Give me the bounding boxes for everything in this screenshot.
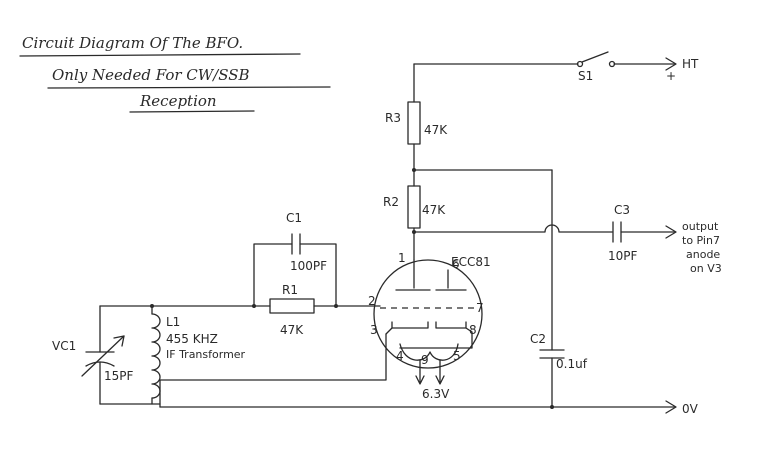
label-valve: ECC81 [451, 255, 491, 269]
pin-1: 1 [398, 251, 406, 265]
inductor-l1: L1 455 KHZ IF Transformer [151, 305, 246, 405]
capacitor-c2: C2 0.1uf [530, 169, 588, 408]
output-note-4: on V3 [690, 262, 722, 275]
label-r1-value: 47K [280, 323, 304, 337]
label-c1-value: 100PF [290, 259, 327, 273]
output-note-2: to Pin7 [682, 234, 720, 247]
heater-supply: 6.3V [415, 359, 450, 401]
label-l1: L1 [166, 315, 180, 329]
variable-capacitor-vc1: VC1 15PF [52, 305, 134, 405]
pin-6: 6 [452, 257, 460, 271]
label-s1: S1 [578, 69, 593, 83]
pin-4: 4 [396, 349, 404, 363]
label-r2: R2 [383, 195, 399, 209]
title-line-2: Only Needed For CW/SSB [52, 66, 250, 84]
switch-s1: S1 HT + [413, 51, 699, 83]
label-r3-value: 47K [424, 123, 448, 137]
label-c1: C1 [286, 211, 302, 225]
capacitor-c1: C1 100PF [253, 211, 337, 307]
output-note-3: anode [686, 248, 720, 261]
label-0v: 0V [682, 402, 699, 416]
title-block: Circuit Diagram Of The BFO. Only Needed … [19, 34, 331, 113]
label-c2-value: 0.1uf [556, 357, 588, 371]
label-plus: + [666, 69, 676, 83]
label-l1-freq: 455 KHZ [166, 332, 218, 346]
valve-ecc81: ECC81 1 6 2 7 3 8 4 9 5 [368, 251, 491, 369]
label-c2: C2 [530, 332, 546, 346]
pin-3: 3 [370, 323, 378, 337]
title-line-3: Reception [139, 92, 217, 110]
label-r1: R1 [282, 283, 298, 297]
label-heater: 6.3V [422, 387, 450, 401]
label-ht: HT [682, 57, 699, 71]
ground-rail: 0V [99, 379, 699, 416]
label-l1-desc: IF Transformer [166, 348, 246, 361]
capacitor-c3: C3 10PF output to Pin7 anode on V3 [608, 203, 722, 275]
label-c3-value: 10PF [608, 249, 638, 263]
label-vc1-value: 15PF [104, 369, 134, 383]
label-c3: C3 [614, 203, 630, 217]
pin-9: 9 [421, 353, 429, 367]
pin-7: 7 [476, 301, 484, 315]
label-r2-value: 47K [422, 203, 446, 217]
label-vc1: VC1 [52, 339, 76, 353]
resistor-r2: R2 47K [383, 185, 446, 261]
output-note-1: output [682, 220, 719, 233]
pin-8: 8 [469, 323, 477, 337]
resistor-r3: R3 47K [385, 63, 448, 187]
resistor-r1: R1 47K [99, 283, 381, 337]
pin-2: 2 [368, 294, 376, 308]
label-r3: R3 [385, 111, 401, 125]
title-line-1: Circuit Diagram Of The BFO. [22, 34, 243, 52]
pin-5: 5 [453, 349, 461, 363]
